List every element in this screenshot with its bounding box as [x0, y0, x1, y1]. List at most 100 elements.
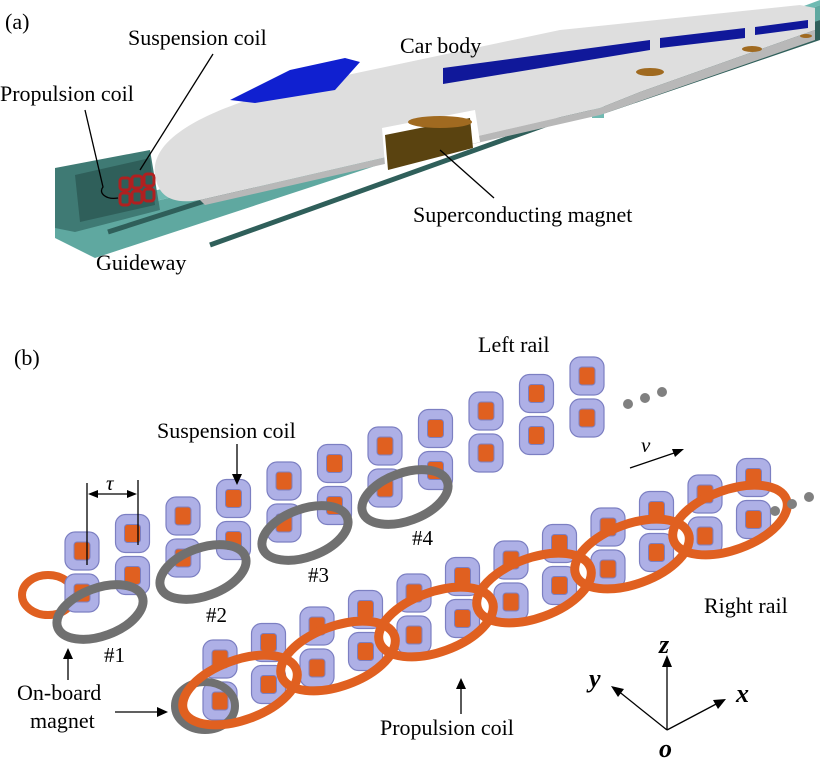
right-on-board-magnet [171, 678, 239, 734]
label-magnet-3: #3 [308, 563, 329, 587]
left-suspension-coil-bottom [518, 415, 555, 456]
right-suspension-coil-bottom-hole [260, 675, 277, 694]
left-suspension-coil-top-hole [578, 366, 596, 386]
car-stripe [443, 40, 650, 84]
label-right-rail: Right rail [704, 593, 788, 618]
arrow-suspension-coil-b [232, 474, 242, 485]
left-suspension-coil-top [114, 513, 151, 554]
label-suspension-coil-a: Suspension coil [128, 25, 267, 50]
left-suspension-coil-top-hole [427, 419, 444, 438]
right-suspension-coil-bottom [493, 582, 529, 622]
right-suspension-coil-bottom-hole [357, 642, 374, 661]
label-on-board-line2: magnet [30, 708, 95, 733]
left-suspension-coil-top-hole [477, 401, 495, 421]
panel-b-tag: (b) [14, 345, 40, 370]
right-suspension-coil-bottom-hole [696, 526, 714, 546]
left-suspension-coil-top-hole [376, 436, 394, 456]
tau-arrow-left [88, 490, 98, 498]
superconducting-magnet-cryostat [408, 116, 472, 128]
left-suspension-coil-bottom [468, 433, 504, 473]
label-propulsion-coil-a: Propulsion coil [0, 81, 134, 106]
left-suspension-coil-top [266, 461, 302, 501]
car-stripe-3 [755, 20, 808, 35]
continuation-dots-right [770, 492, 814, 516]
y-axis-arrow [611, 686, 624, 697]
leader-superconducting-magnet [439, 149, 495, 199]
right-propulsion-coil [668, 480, 792, 560]
axis-label-x: x [735, 679, 749, 708]
right-suspension-coil-bottom [299, 648, 335, 688]
left-suspension-coil-bottom-hole [528, 426, 545, 445]
z-axis-arrow [662, 655, 672, 667]
right-suspension-coil-bottom-hole [648, 543, 665, 562]
bogie-2 [742, 46, 762, 52]
arrow-on-board-up [63, 648, 73, 659]
axis-label-z: z [658, 630, 670, 659]
bogie-1 [636, 68, 664, 76]
left-suspension-coil-top [518, 373, 555, 414]
guideway-wall-inner [75, 158, 155, 222]
panel-a: (a) Suspension coil Propulsion coil Car … [0, 0, 820, 275]
right-suspension-coil-bottom-hole [502, 592, 520, 612]
on-board-magnets [52, 465, 453, 644]
leader-propulsion-coil-a [84, 109, 119, 199]
right-suspension-coil-bottom-hole [308, 658, 326, 678]
car-body [154, 5, 815, 202]
label-magnet-4: #4 [412, 526, 434, 550]
right-suspension-coil-bottom-hole [454, 609, 471, 628]
panel-a-tag: (a) [5, 9, 29, 34]
right-propulsion-coil [178, 650, 302, 730]
x-axis-arrow [713, 699, 726, 709]
label-velocity: v [641, 433, 651, 457]
y-axis-line [616, 689, 668, 731]
continuation-dots-left [623, 387, 667, 409]
on-board-magnet-2 [155, 540, 251, 604]
left-suspension-coil-top-hole [174, 506, 192, 526]
left-suspension-coil-top [316, 443, 353, 484]
right-suspension-coil-bottom-hole [551, 576, 568, 595]
car-body-shade [200, 30, 815, 205]
label-guideway: Guideway [96, 250, 186, 275]
left-suspension-coil-top [417, 408, 454, 449]
label-suspension-coil-b: Suspension coil [157, 418, 296, 443]
label-pitch-tau: τ [106, 471, 115, 495]
left-suspension-coil-bottom-hole [578, 408, 596, 428]
right-suspension-coil-bottom [590, 549, 626, 589]
suspension-coils-a [118, 172, 156, 207]
panel-b: (b) τ Left rail Suspension coil v #1 #2 … [14, 332, 814, 763]
label-superconducting-magnet: Superconducting magnet [413, 202, 632, 227]
label-magnet-1: #1 [104, 643, 125, 667]
tau-arrow-right [127, 490, 137, 498]
x-axis-line [666, 701, 721, 731]
left-suspension-coil-top [468, 391, 504, 431]
right-propulsion-coil [276, 616, 400, 696]
leader-suspension-coil-a [139, 53, 214, 171]
left-suspension-coil-top-hole [225, 489, 242, 508]
left-suspension-coil-top [569, 356, 605, 396]
right-suspension-coil-bottom [735, 499, 772, 540]
right-suspension-coil-bottom-hole [599, 559, 617, 579]
right-suspension-coil-bottom [444, 598, 481, 639]
right-suspension-coil-bottom-hole [405, 625, 423, 645]
left-suspension-coil-top [215, 478, 252, 519]
axis-label-y: y [586, 664, 601, 693]
right-suspension-coil-top-hole [260, 633, 277, 652]
label-magnet-2: #2 [206, 603, 227, 627]
velocity-arrowhead [672, 449, 684, 457]
car-window [230, 58, 360, 103]
on-board-magnet-1 [52, 580, 148, 644]
label-propulsion-coil-b: Propulsion coil [380, 715, 514, 740]
arrow-propulsion-coil-b [456, 678, 466, 689]
left-suspension-coil-top-hole [528, 384, 545, 403]
left-suspension-coil-top-hole [326, 454, 343, 473]
right-propulsion-coil [472, 548, 596, 628]
velocity-arrow-line [629, 450, 681, 469]
axis-label-origin: o [659, 734, 672, 763]
right-suspension-coil-bottom-hole [211, 691, 229, 711]
left-suspension-coil-top [64, 531, 100, 571]
right-propulsion-coil [374, 582, 498, 662]
left-suspension-coil-top-hole [73, 541, 91, 561]
label-car-body: Car body [400, 33, 481, 58]
right-suspension-coil-bottom [541, 565, 578, 606]
